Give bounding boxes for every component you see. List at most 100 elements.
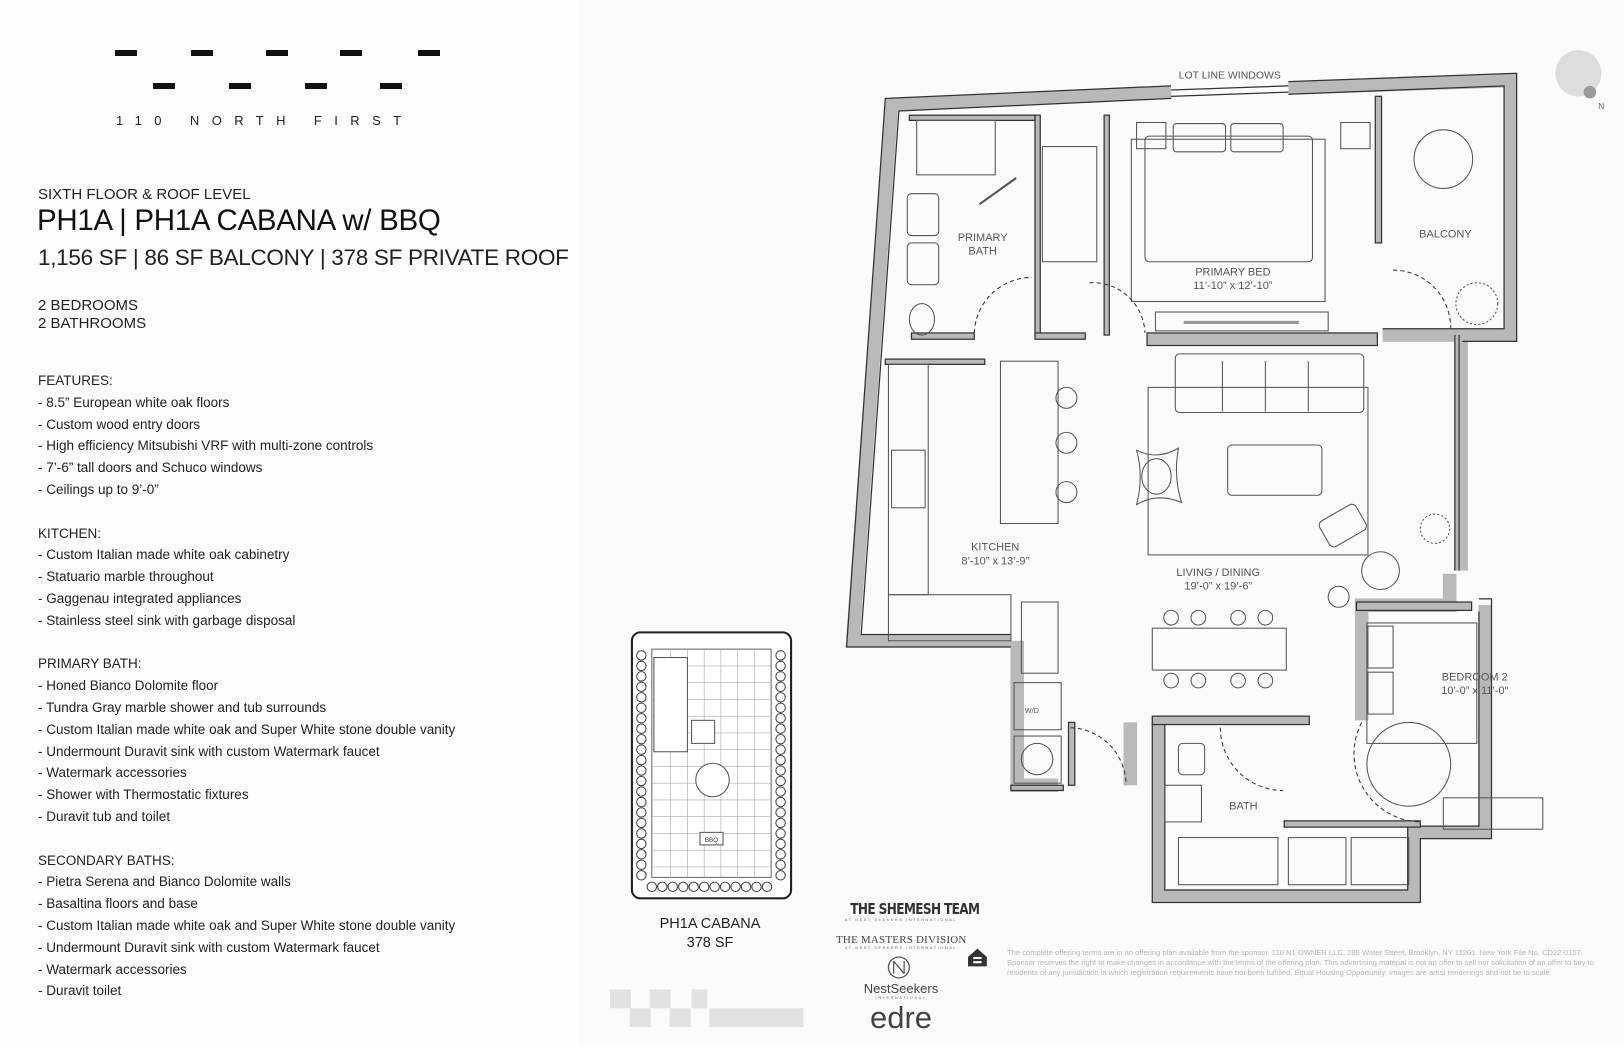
area-summary: 1,156 SF | 86 SF BALCONY | 378 SF PRIVAT… — [38, 245, 569, 270]
planter-icon — [775, 713, 786, 724]
planter-icon — [730, 881, 741, 893]
section-heading: KITCHEN: — [38, 525, 102, 541]
brand-logo-mark — [115, 50, 445, 95]
planter-icon — [636, 744, 647, 755]
feature-item: - Duravit toilet — [38, 983, 122, 999]
planter-icon — [775, 838, 786, 850]
nest-seekers-logo: NestSeekers — [863, 981, 939, 996]
planter-icon — [646, 881, 658, 893]
planter-icon — [775, 702, 786, 714]
shemesh-team-logo: THE SHEMESH TEAM — [850, 900, 980, 918]
planter-icon — [775, 870, 786, 881]
planter-icon — [775, 817, 786, 829]
feature-item: - 8.5” European white oak floors — [38, 394, 230, 410]
planter-icon — [636, 775, 647, 787]
room-counts: 2 BEDROOMS 2 BATHROOMS — [38, 297, 146, 333]
bbq-label: BBQ — [705, 837, 718, 844]
broker-logos: THE SHEMESH TEAM AT NEST SEEKERS INTERNA… — [836, 900, 980, 1033]
feature-list: FEATURES: - 8.5” European white oak floor… — [38, 370, 455, 1002]
feature-item: - Basaltina floors and base — [38, 896, 198, 912]
planter-icon — [740, 881, 752, 893]
info-panel: 110 NORTH FIRST SIXTH FLOOR & ROOF LEVEL… — [0, 0, 578, 1047]
feature-item: - Pietra Serena and Bianco Dolomite wall… — [38, 874, 291, 890]
page-title: PH1A | PH1A CABANA w/ BBQ — [37, 204, 441, 237]
planter-icon — [775, 859, 786, 871]
planter-icon — [775, 849, 786, 860]
planter-icon — [775, 765, 786, 776]
wall-outlines — [845, 72, 1518, 904]
kitchen-dims: 8’-10” x 13’-9” — [961, 555, 1029, 567]
section-heading: PRIMARY BATH: — [38, 656, 142, 672]
cabana-name: PH1A CABANA — [659, 916, 761, 932]
planter-icon — [636, 796, 647, 808]
planter-icon — [761, 881, 773, 893]
planter-icon — [636, 838, 647, 850]
planter-icon — [636, 807, 647, 818]
planter-icon — [636, 817, 647, 829]
planter-icon — [636, 660, 647, 672]
cabana-area: 378 SF — [686, 935, 734, 951]
planter-icon — [775, 692, 786, 703]
bedroom2-dims: 10’-0” x 11’-0” — [1441, 685, 1508, 697]
feature-item: - Honed Bianco Dolomite floor — [38, 678, 219, 694]
section-heading: FEATURES: — [38, 373, 113, 388]
door-swings — [973, 269, 1452, 823]
planter-icon — [775, 650, 786, 661]
planter-icon — [636, 713, 647, 724]
legal-disclaimer: The complete offering terms are in an of… — [1007, 948, 1595, 977]
planter-icon — [709, 881, 720, 893]
planter-icon — [775, 681, 786, 693]
planter-icon — [636, 692, 647, 703]
floor-level: SIXTH FLOOR & ROOF LEVEL — [38, 186, 251, 203]
planter-icon — [775, 733, 786, 745]
planter-icon — [636, 859, 647, 871]
feature-item: - Custom wood entry doors — [38, 416, 201, 432]
section-heading: SECONDARY BATHS: — [38, 852, 175, 868]
lot-line-label: LOT LINE WINDOWS — [1179, 71, 1281, 82]
feature-item: - Watermark accessories — [38, 765, 187, 781]
feature-item: - Custom Italian made white oak cabinetr… — [38, 547, 290, 563]
planter-icon — [636, 702, 647, 714]
planter-icon — [636, 849, 647, 860]
planter-icon — [719, 881, 731, 893]
nest-seekers-sub: INTERNATIONAL — [875, 996, 927, 1000]
feature-item: - Duravit tub and toilet — [38, 808, 171, 824]
primary-bath-label: PRIMARY — [958, 232, 1009, 244]
planter-icon — [636, 828, 647, 839]
feature-item: - High efficiency Mitsubishi VRF with mu… — [38, 438, 374, 454]
living-label: LIVING / DINING — [1176, 567, 1260, 579]
planter-icon — [775, 828, 786, 839]
cabana-caption: PH1A CABANA 378 SF — [640, 915, 780, 953]
planter-icon — [775, 807, 786, 818]
checker-mark — [609, 989, 804, 1028]
kitchen-label: KITCHEN — [971, 542, 1019, 554]
bathroom-count: 2 BATHROOMS — [38, 315, 147, 332]
feature-item: - Statuario marble throughout — [38, 569, 214, 585]
planter-icon — [657, 881, 668, 893]
planter-icon — [775, 775, 786, 787]
equal-housing-icon — [968, 948, 987, 967]
shemesh-team-sub: AT NEST SEEKERS INTERNATIONAL — [844, 918, 958, 922]
washer-dryer-label: W/D — [1025, 706, 1039, 715]
feature-item: - Tundra Gray marble shower and tub surr… — [38, 699, 327, 715]
planter-icon — [636, 754, 647, 766]
planter-icon — [775, 660, 786, 672]
cabana-plan: BBQ — [630, 631, 793, 900]
bedroom2-label: BEDROOM 2 — [1442, 672, 1508, 684]
nest-seekers-emblem — [887, 956, 910, 979]
feature-item: - 7’-6” tall doors and Schuco windows — [38, 460, 263, 476]
masters-division-logo: THE MASTERS DIVISION — [836, 934, 967, 946]
planter-icon — [751, 881, 762, 893]
planter-icon — [688, 881, 699, 893]
compass-icon: N — [1555, 50, 1604, 111]
primary-bed-dims: 11’-10” x 12’-10” — [1193, 280, 1273, 292]
planter-icon — [775, 796, 786, 808]
feature-item: - Undermount Duravit sink with custom Wa… — [38, 939, 380, 955]
feature-item: - Ceilings up to 9’-0” — [38, 481, 159, 497]
planter-icon — [775, 744, 786, 755]
planter-icon — [636, 765, 647, 776]
planter-icon — [636, 681, 647, 693]
primary-bed-label: PRIMARY BED — [1195, 266, 1270, 278]
bedroom-count: 2 BEDROOMS — [38, 297, 139, 314]
